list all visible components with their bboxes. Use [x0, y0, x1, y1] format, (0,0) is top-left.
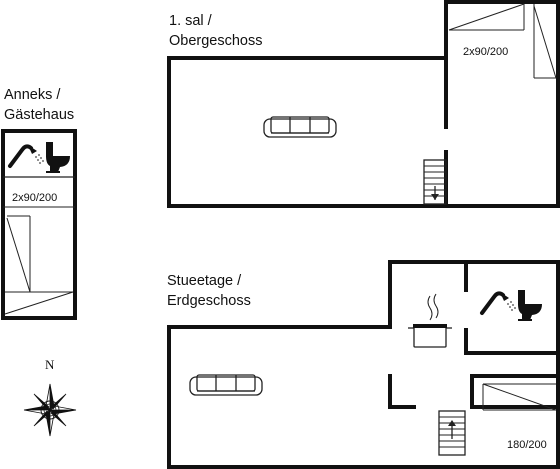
ground-floor-label-line1: Stueetage / [167, 273, 242, 289]
cooking-pot-icon [408, 293, 452, 348]
ground-floor-label-line2: Erdgeschoss [167, 293, 251, 309]
annex [1, 129, 77, 320]
annex-label-line1: Anneks / [4, 87, 61, 103]
upper-bed-label: 2x90/200 [463, 46, 509, 58]
ground-floor [167, 260, 560, 469]
toilet-icon [518, 290, 542, 321]
toilet-icon [46, 142, 70, 173]
upper-floor-label-line2: Obergeschoss [169, 33, 263, 49]
upper-floor [167, 0, 560, 208]
stairs-down-icon [423, 159, 447, 205]
upper-floor-label-line1: 1. sal / [169, 13, 212, 29]
shower-icon [480, 291, 516, 315]
shower-icon [8, 144, 44, 168]
sofa-icon [189, 374, 263, 396]
stairs-up-icon [438, 410, 466, 456]
annex-label-line2: Gästehaus [4, 107, 75, 123]
annex-bed-label: 2x90/200 [12, 192, 58, 204]
sofa-icon [263, 116, 337, 138]
ground-bed-label: 180/200 [507, 439, 547, 451]
compass-rose-icon [23, 383, 77, 437]
compass-north-label: N [45, 357, 55, 372]
